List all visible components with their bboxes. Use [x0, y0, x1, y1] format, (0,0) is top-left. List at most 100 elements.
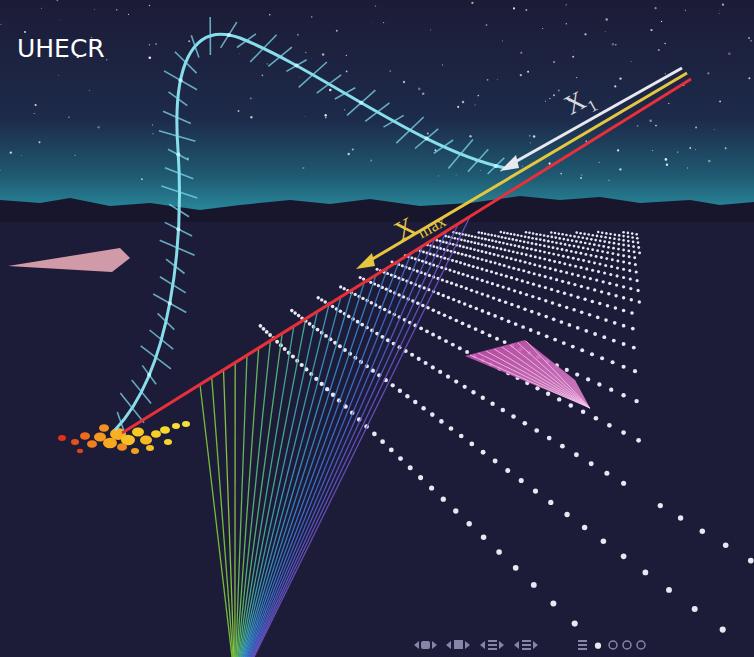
- detector-station: [579, 252, 582, 255]
- star: [352, 148, 354, 150]
- detector-station: [556, 247, 559, 250]
- star: [403, 81, 405, 83]
- fluorescence-detector-fov: [8, 248, 130, 272]
- detector-station: [424, 361, 428, 365]
- detector-station: [611, 360, 615, 364]
- detector-station: [629, 277, 632, 280]
- detector-station: [621, 430, 626, 435]
- detector-station: [533, 263, 536, 266]
- star: [487, 79, 489, 81]
- fov-ray: [526, 341, 590, 408]
- star: [24, 31, 26, 33]
- detector-station: [526, 281, 529, 284]
- detector-station: [600, 235, 603, 238]
- detector-station: [503, 264, 506, 267]
- star: [572, 56, 574, 58]
- track-dot: [295, 64, 299, 68]
- detector-station: [527, 271, 530, 274]
- arrowhead: [356, 253, 375, 269]
- detector-station: [601, 231, 604, 234]
- detector-station: [634, 263, 637, 266]
- detector-station: [408, 267, 411, 270]
- detector-station: [622, 365, 626, 369]
- detector-station: [581, 409, 586, 414]
- fov-rays: [470, 341, 590, 408]
- star: [477, 95, 479, 97]
- detector-station: [547, 245, 550, 248]
- detector-station: [595, 643, 601, 649]
- detector-station: [510, 233, 513, 236]
- detector-station: [575, 240, 578, 243]
- detector-station: [491, 282, 494, 285]
- detector-station: [361, 297, 364, 300]
- star: [584, 33, 586, 35]
- detector-station: [532, 283, 535, 286]
- detector-station: [587, 233, 590, 236]
- detector-station: [489, 260, 492, 263]
- detector-station: [461, 253, 464, 256]
- xmax-arrow: [364, 73, 687, 264]
- track-tick: [384, 115, 404, 127]
- detector-station: [549, 277, 552, 280]
- star: [430, 29, 431, 30]
- detector-station: [571, 345, 575, 349]
- detector-station: [360, 323, 364, 327]
- star: [520, 52, 522, 54]
- detector-station: [513, 233, 516, 236]
- fov-ray: [510, 345, 590, 408]
- detector-station: [539, 250, 542, 253]
- star: [35, 104, 37, 106]
- detector-station: [510, 257, 513, 260]
- detector-station: [437, 292, 440, 295]
- detector-station: [476, 266, 479, 269]
- detector-station: [476, 277, 479, 280]
- detector-station: [525, 253, 528, 256]
- detector-station: [398, 456, 403, 461]
- detector-station: [609, 388, 613, 392]
- detector-station: [643, 570, 649, 576]
- detector-station: [571, 273, 574, 276]
- detector-station: [431, 365, 435, 369]
- arrowhead: [500, 155, 519, 171]
- detector-station: [610, 265, 613, 268]
- star: [576, 77, 577, 78]
- detector-station: [454, 237, 457, 240]
- detector-station: [500, 231, 503, 234]
- detector-station: [627, 232, 630, 235]
- star: [486, 24, 488, 26]
- detector-station: [588, 260, 591, 263]
- detector-station: [320, 382, 324, 386]
- star: [298, 76, 300, 78]
- detector-station: [544, 286, 547, 289]
- detector-station: [558, 303, 562, 307]
- detector-station: [577, 274, 580, 277]
- detector-station: [447, 296, 450, 299]
- star: [94, 9, 96, 11]
- star: [88, 90, 90, 92]
- star: [585, 141, 587, 143]
- detector-station: [565, 271, 568, 274]
- detector-station: [584, 253, 587, 256]
- detector-station: [535, 243, 538, 246]
- detector-station: [491, 239, 494, 242]
- detector-station: [506, 232, 509, 235]
- detector-station: [606, 251, 609, 254]
- detector-station: [462, 273, 465, 276]
- detector-station: [580, 311, 584, 315]
- detector-station: [459, 434, 464, 439]
- star: [619, 77, 621, 79]
- detector-station: [359, 276, 362, 279]
- track-tick: [165, 222, 192, 236]
- detector-station: [451, 343, 455, 347]
- track-tick: [160, 277, 186, 293]
- detector-station: [471, 276, 474, 279]
- detector-station: [308, 322, 312, 326]
- track-tick: [299, 62, 327, 87]
- detector-station: [539, 238, 542, 241]
- detector-station: [613, 237, 616, 240]
- star: [269, 14, 270, 15]
- star: [329, 89, 332, 92]
- detector-station: [510, 276, 513, 279]
- detector-station: [430, 412, 435, 417]
- detector-station: [422, 251, 425, 254]
